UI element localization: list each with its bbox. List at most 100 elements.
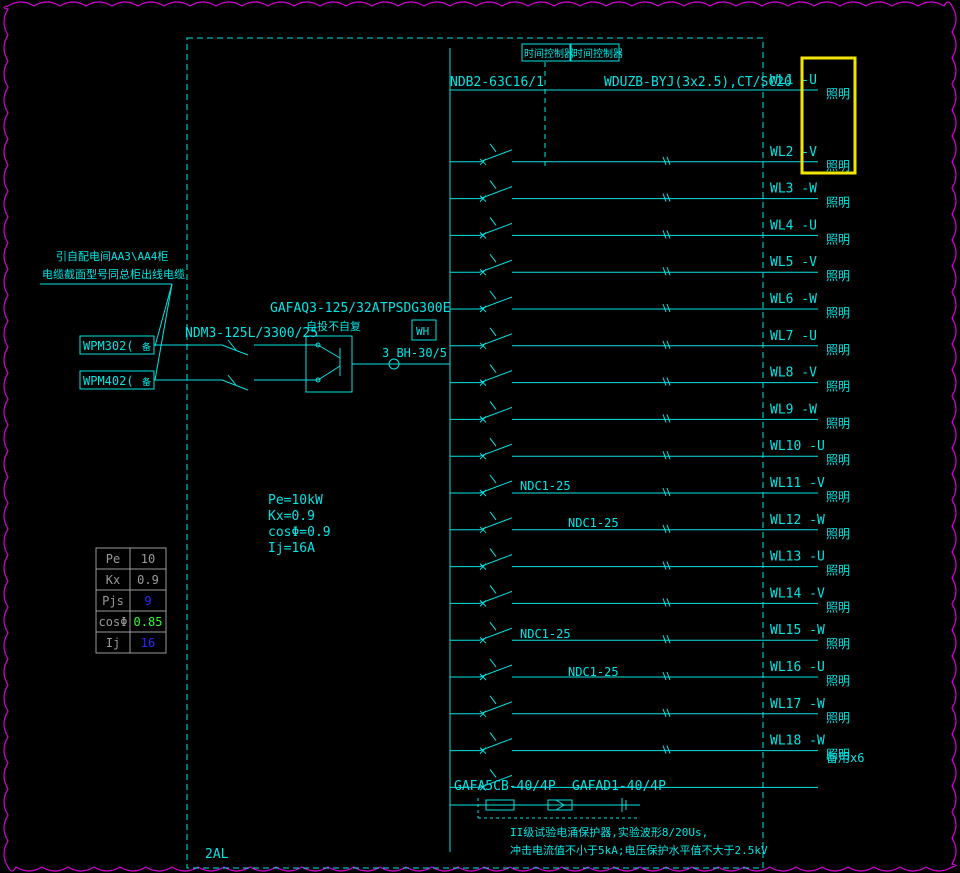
circuit-id: WL7 -U [770,329,817,344]
main-breaker-model: NDM3-125L/3300/25 [185,326,318,341]
highlight-box [800,56,857,175]
circuit-id: WL13 -U [770,550,825,565]
contactors: NDC1-25 NDC1-25 NDC1-25 NDC1-25 [520,479,619,679]
load-kx: Kx=0.9 [268,509,315,524]
circuit-wl9: WL9 -W 照明 [450,401,850,430]
circuit-load: 照明 [826,674,850,688]
circuit-id: WL10 -U [770,439,825,454]
circuit-load: 照明 [826,637,850,651]
load-ij: Ij=16A [268,541,315,556]
circuit-id: WL2 -V [770,145,817,160]
ats-model: GAFAQ3-125/32A [270,301,380,316]
circuit-wl18: WL18 -W照明 [450,732,850,762]
circuit-id: WL14 -V [770,586,825,601]
ct-label: 3 BH-30/5 [382,346,447,360]
timer-controller-label-1: 时间控制器 [524,47,574,60]
summary-value: 16 [141,636,155,650]
summary-row: Pjs 9 [95,589,167,612]
summary-label: Kx [106,573,120,587]
circuit-load: 照明 [826,564,850,578]
spare-label: 备用x6 [826,751,864,765]
circuit-load: 照明 [826,380,850,394]
incoming-lines [154,339,306,391]
circuit-load: 照明 [826,343,850,357]
spd-note-line1: II级试验电涌保护器,实验波形8/20Us, [510,825,708,839]
circuit-load: 照明 [826,269,850,283]
circuit-id: WL5 -V [770,255,817,270]
feeder-1-label: WPM302( [83,339,134,353]
circuit-load: 照明 [826,711,850,725]
circuit-id: WL8 -V [770,366,817,381]
feeder-2-label: WPM402( [83,374,134,388]
cable-spec: WDUZB-BYJ(3x2.5),CT/SC20 [604,75,792,90]
circuit-id: WL9 -W [770,402,817,417]
ats-mode: 自投不自复 [306,319,361,333]
circuit-load: 照明 [826,416,850,430]
circuit-spare [450,769,818,791]
circuit-wl2: WL2 -V 照明 [450,143,850,173]
circuit-wl11: WL11 -V照明 [450,474,850,504]
spd-note-line2: 冲击电流值不小于5kA;电压保护水平值不大于2.5kV [510,843,768,857]
circuit-wl12: WL12 -W照明 [450,511,850,541]
circuit-wl4: WL4 -U照明 [450,217,850,246]
circuit-load: 照明 [826,306,850,320]
circuit-wl16: WL16 -U照明 [450,658,850,688]
panel-enclosure [186,37,764,869]
incoming-leader-1 [154,283,173,347]
current-transformer [388,358,400,370]
contactor-label: NDC1-25 [568,516,619,530]
circuit-wl5: WL5 -V 照明 [450,253,850,283]
circuit-id: WL12 -W [770,513,825,528]
load-pe: Pe=10kW [268,493,323,508]
feeder-wpm402: WPM402( 备 [79,370,155,390]
circuit-wl17: WL17 -W照明 [450,695,850,725]
summary-value: 10 [141,552,155,566]
spd-breaker-model: GAFA5CB-40/4P [454,779,556,794]
summary-row: cosΦ 0.85 [95,610,167,633]
circuit-wl14: WL14 -V照明 [450,585,850,614]
feeder-wpm302: WPM302( 备 [79,335,155,355]
summary-label: Pjs [102,594,124,608]
summary-value: 9 [144,594,151,608]
load-parameters: Pe=10kW Kx=0.9 cosΦ=0.9 Ij=16A [268,493,331,556]
circuit-load: 照明 [826,600,850,614]
circuit-load: 照明 [826,196,850,210]
summary-value: 0.9 [137,573,159,587]
circuit-id: WL16 -U [770,660,825,675]
circuit-id: WL6 -W [770,292,817,307]
revision-cloud-border [3,1,957,872]
load-cos: cosΦ=0.9 [268,525,331,540]
summary-label: cosΦ [99,615,128,629]
timer-controller-labels: 时间控制器 时间控制器 [521,43,623,62]
circuit-load: 照明 [826,527,850,541]
circuit-wl6: WL6 -W 照明 [450,290,850,320]
circuit-wl3: WL3 -W照明 [450,180,850,210]
circuit-id: WL18 -W [770,734,825,749]
spd-section [450,798,640,819]
ats-switch [305,335,353,393]
circuit-load: 照明 [826,159,850,173]
feeder-2-suffix: 备 [142,376,151,388]
circuit-wl13: WL13 -U照明 [450,548,850,578]
incoming-note-line2: 电缆截面型号同总柜出线电缆 [42,267,185,281]
circuit-wl10: WL10 -U照明 [450,437,850,467]
circuit-wl15: WL15 -W照明 [450,621,850,651]
panel-name: 2AL [205,847,229,862]
summary-value: 0.85 [134,615,163,629]
branch-breaker-model: NDB2-63C16/1 [450,75,544,90]
energy-meter-label: WH [416,325,429,338]
spd-model-top: TPSDG300E [380,301,450,316]
circuit-load: 照明 [826,453,850,467]
contactor-label: NDC1-25 [568,665,619,679]
contactor-label: NDC1-25 [520,479,571,493]
circuit-load: 照明 [826,490,850,504]
circuit-load: 照明 [826,748,850,762]
summary-cell [129,631,167,654]
feeder-1-suffix: 备 [142,341,151,353]
summary-row: Kx 0.9 [95,568,167,591]
spd-device-model: GAFAD1-40/4P [572,779,666,794]
